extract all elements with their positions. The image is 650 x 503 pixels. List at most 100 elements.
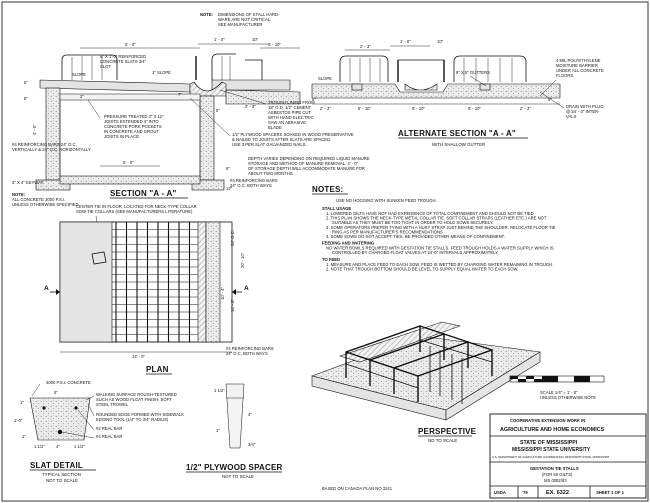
callout-slats-1: 5" X 1'-0" REINFORCED xyxy=(100,54,146,59)
notes-section-head: FEEDING AND WATERING xyxy=(322,241,374,246)
notes-item-line: NO WATER BOWLS REQUIRED WITH GESTATION T… xyxy=(326,246,554,251)
callout-pressure-2: JOISTS EXTENDED 4" INTO xyxy=(104,119,159,124)
slat-title: SLAT DETAIL xyxy=(30,461,83,470)
callout-bars-left-2: VERTICALLY & 24" O.C. HORIZONTALLY xyxy=(12,147,91,152)
callout-trough-4: WITH HAND ELECTRIC xyxy=(268,115,314,120)
callout-depth-4: ABOUT TWO MONTHS. xyxy=(248,171,294,176)
callout-trough-5: SAW AN ABRASIVE xyxy=(268,120,306,125)
top-note-line-3: SEE MANUFACTURER xyxy=(218,22,262,27)
callout-plywood-2: & NAILED TO JOISTS AFTER SLATS ARE SPACE… xyxy=(232,137,331,142)
callout-pressure-3: CONCRETE PORK POCKETS xyxy=(104,124,162,129)
alt-section-title: ALTERNATE SECTION "A - A" xyxy=(398,129,516,138)
callout-pressure-1: PRESSURE TREATED 3" X 12" xyxy=(104,114,164,119)
tb-line1: COOPERATIVE EXTENSION WORK IN xyxy=(510,418,585,423)
slat-rounded-1: ROUNDED EDGE FORMED WITH SIDEWALK xyxy=(96,412,184,417)
tb-state: STATE OF MISSISSIPPI xyxy=(520,440,578,446)
notes-section-head: TO FEED xyxy=(322,257,340,262)
callout-pressure-4: IN CONCRETE AND GROUT xyxy=(104,129,159,134)
callout-trough-2: 18" O.D. 1/2" CEMENT xyxy=(268,105,312,110)
plan-bars-2: 24" O.C. BOTH WAYS xyxy=(226,351,268,356)
top-note-line-1: DIMENSIONS OF STALL HARD- xyxy=(218,12,280,17)
notes-item-line: 4. SOME SOWS DO NOT ACCEPT TIES. BE PROV… xyxy=(326,234,505,239)
top-note: NOTE: DIMENSIONS OF STALL HARD- WARE ARE… xyxy=(200,12,280,27)
notes-item-line: 1. MEASURE AND PLACE FEED TO EACH SOW. F… xyxy=(326,262,553,267)
plan-dim-14ft8: 14' - 8" xyxy=(230,298,235,312)
plan-drawing: CENTER TIE IN FLOOR, LOCATED FOR NECK-TY… xyxy=(44,204,274,375)
dim-2ft3: 2' - 3" xyxy=(245,104,256,109)
slope-left: SLOPE xyxy=(72,72,86,77)
callout-trough-3: ASBESTOS PIPE CUT xyxy=(268,110,311,115)
alt-drain-3: VALS xyxy=(566,114,577,119)
plan-dim-10ft4: 10' - 4" xyxy=(220,286,225,300)
section-aa-drawing: 1' - 0" 10" 5' - 0" 5' - 10" SLOPE 1" SL… xyxy=(12,37,370,207)
title-block: COOPERATIVE EXTENSION WORK IN AGRICULTUR… xyxy=(489,413,647,499)
slat-bar4: #4 REAL BAR xyxy=(96,434,122,439)
top-note-line-2: WARE ARE NOT CRITICAL. xyxy=(218,17,271,22)
pit-wall-left xyxy=(45,87,61,181)
spacer-dim-3: 1" xyxy=(216,428,220,433)
callout-trough-1: TROUGH LINING FROM xyxy=(268,100,315,105)
slat-walking-1: WALKING SURFACE ROUGH-TEXTURED xyxy=(96,392,177,397)
slat-sub2: NOT TO SCALE xyxy=(46,478,78,483)
plywood-spacer-drawing: 1 1/2" 4" 1" 3/4" 1/2" PLYWOOD SPACER NO… xyxy=(186,383,283,479)
notes-item-line: 2. NOTE THAT TROUGH BOTTOM SHOULD BE LEV… xyxy=(326,266,518,271)
footing-right xyxy=(191,179,225,191)
spacer-sub: NOT TO SCALE xyxy=(222,474,254,479)
alt-dim-2ft3-top: 2' - 3" xyxy=(360,44,371,49)
callout-slats-3: SLOT xyxy=(100,64,111,69)
section-marker-right: A xyxy=(244,285,249,292)
pit-wall-right xyxy=(199,95,215,181)
plan-center-note-2: SOW TIE COLLARS (SEE MANUFACTURERS LITER… xyxy=(76,209,193,214)
notes-item-line: 1. LOWERED GILTS HAVE NOT HAD EXPERIENCE… xyxy=(326,211,535,216)
spacer-dim-4: 3/4" xyxy=(248,442,256,447)
alt-poly-2: MOISTURE BARRIER xyxy=(556,63,598,68)
tb-drawing-title: GESTATION TIE STALLS xyxy=(530,466,579,471)
alt-dim-5in-a: 5" xyxy=(312,97,316,102)
alt-dim-1ft: 1' - 0" xyxy=(400,39,411,44)
slat-dim-1in: 1" xyxy=(20,400,24,405)
slat-dim-1-5in-a: 1 1/2" xyxy=(34,444,45,449)
plan-title: PLAN xyxy=(146,365,169,374)
notes-item-line: RING AS PER MANUFACTURER'S RECOMMENDATIO… xyxy=(332,229,444,234)
dim-2in: 2" xyxy=(80,94,84,99)
tb-ex: EX. 6322 xyxy=(546,490,569,496)
scale-label: SCALE 1/4" = 1' - 0" xyxy=(540,390,578,395)
alt-drain-1: DRAIN WITH PLUG xyxy=(566,104,603,109)
slat-walking-3: STEEL TROWEL xyxy=(96,402,129,407)
tb-for-line: (FOR 50 GILTS) xyxy=(542,472,573,477)
callout-slats-2: CONCRETE SLATS 3/4" xyxy=(100,59,147,64)
spacer-title: 1/2" PLYWOOD SPACER xyxy=(186,463,283,472)
tb-sheet: SHEET 1 OF 1 xyxy=(596,490,625,495)
notes-item-line: CONTROLLED BY CHARGED FLOAT VALVES AT 24… xyxy=(332,250,499,255)
plan-bars-1: #4 REINFORCING BARS xyxy=(226,346,274,351)
tb-small: U.S. DEPARTMENT OF AGRICULTURE COOPERATI… xyxy=(492,455,610,459)
top-note-label: NOTE: xyxy=(200,12,213,17)
concrete-note-2: UNLESS OTHERWISE SPECIFIED xyxy=(12,202,78,207)
perspective-drawing: PERSPECTIVE NO TO SCALE xyxy=(310,321,541,443)
alt-gutters: 8" X 5" GUTTERS xyxy=(456,70,490,75)
tb-year: '79 xyxy=(522,490,528,495)
dim-7in: 7" xyxy=(178,92,182,97)
dim-12in: 12" xyxy=(226,186,233,191)
footing-left xyxy=(35,179,71,191)
concrete-note-1: ALL CONCRETE 3000 P.S.I. xyxy=(12,197,65,202)
scale-sub: UNLESS OTHERWISE NOTE xyxy=(540,395,596,400)
slat-rounded-2: EDGING TOOL (1/4" TO 3/4" RADIUS) xyxy=(96,417,169,422)
slat-dim-5in: 5" xyxy=(54,390,58,395)
concrete-note-label: NOTE: xyxy=(12,192,25,197)
alt-poly-1: 4 MIL POLYETHYLENE xyxy=(556,58,601,63)
alt-dim-5in-b: 5" xyxy=(548,97,552,102)
alt-section-subtitle: WITH SHALLOW GUTTER xyxy=(432,142,485,147)
notes-item-line: 2. THIS PLAN SHOWS THE NECK-TYPE METAL C… xyxy=(326,216,547,221)
dim-5in-left: 5" xyxy=(24,80,28,85)
slat-concrete: 4000 P.S.I. CONCRETE xyxy=(46,380,91,385)
alt-dim-5ft10-a: 5' - 10" xyxy=(358,106,372,111)
alt-dim-5ft10-b: 5' - 10" xyxy=(412,106,426,111)
alt-dim-2ft3-b: 2' - 3" xyxy=(520,106,531,111)
slat-bar2: #2 REAL BAR xyxy=(96,426,122,431)
perspective-title: PERSPECTIVE xyxy=(418,427,477,436)
spacer-dim-2: 4" xyxy=(248,412,252,417)
plan-dim-24oc: 24" O.C. xyxy=(230,230,235,246)
